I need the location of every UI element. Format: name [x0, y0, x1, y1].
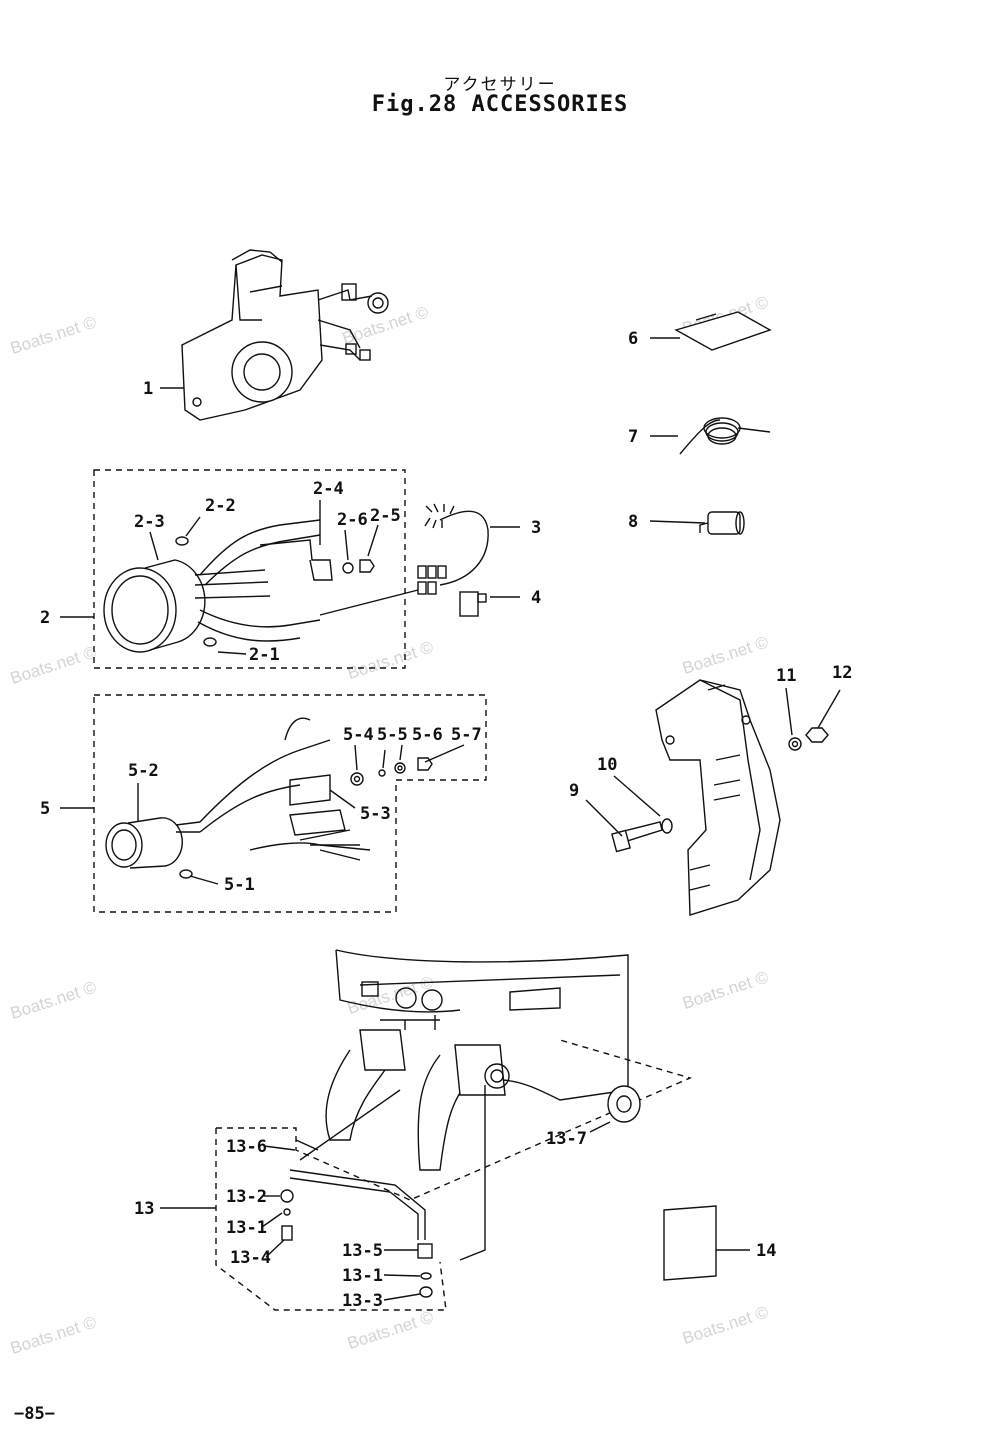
callout-3: 3 — [531, 518, 541, 538]
steering-group-outline — [215, 1039, 693, 1311]
decal-drawing — [663, 1205, 717, 1281]
callout-12: 12 — [832, 663, 852, 683]
callout-2-5: 2-5 — [370, 506, 401, 526]
remote-control-box-drawing — [181, 249, 389, 421]
callout-2: 2 — [40, 608, 50, 628]
callout-5-1: 5-1 — [224, 875, 255, 895]
callout-13-1: 13-1 — [342, 1266, 383, 1286]
callout-7: 7 — [628, 427, 638, 447]
callout-13: 13 — [134, 1199, 154, 1219]
callout-14: 14 — [756, 1241, 776, 1261]
callout-13-1: 13-1 — [226, 1218, 267, 1238]
callout-11: 11 — [776, 666, 796, 686]
callout-9: 9 — [569, 781, 579, 801]
figure-title: Fig.28 ACCESSORIES — [371, 92, 629, 117]
callout-2-2: 2-2 — [205, 496, 236, 516]
tachometer-drawing — [103, 519, 375, 653]
callout-13-7: 13-7 — [546, 1129, 587, 1149]
callout-5-7: 5-7 — [451, 725, 482, 745]
callout-2-6: 2-6 — [337, 510, 368, 530]
callout-5-3: 5-3 — [360, 804, 391, 824]
wire-harness-drawing — [319, 503, 489, 617]
callout-10: 10 — [597, 755, 617, 775]
callout-2-1: 2-1 — [249, 645, 280, 665]
callout-13-6: 13-6 — [226, 1137, 267, 1157]
callout-2-3: 2-3 — [134, 512, 165, 532]
callout-5: 5 — [40, 799, 50, 819]
callout-2-4: 2-4 — [313, 479, 344, 499]
meter-group-outline — [93, 694, 487, 913]
callout-5-2: 5-2 — [128, 761, 159, 781]
callout-4: 4 — [531, 588, 541, 608]
figure-title-japanese: アクセサリー — [443, 75, 557, 95]
callout-6: 6 — [628, 329, 638, 349]
callout-labels: 1 2 2-1 2-2 2-3 2-4 2-5 2-6 3 4 5 5-1 5-… — [40, 329, 852, 1311]
callout-13-3: 13-3 — [342, 1291, 383, 1311]
callout-5-4: 5-4 — [343, 725, 374, 745]
callout-8: 8 — [628, 512, 638, 532]
callout-5-6: 5-6 — [412, 725, 443, 745]
callout-13-4: 13-4 — [230, 1248, 271, 1268]
page-number: −85− — [14, 1404, 55, 1424]
tachometer-group-outline — [93, 469, 406, 669]
callout-5-5: 5-5 — [377, 725, 408, 745]
bracket-drawing — [611, 679, 829, 916]
leader-lines — [60, 337, 841, 1301]
callout-13-2: 13-2 — [226, 1187, 267, 1207]
callout-13-5: 13-5 — [342, 1241, 383, 1261]
callout-1: 1 — [143, 379, 153, 399]
steering-linkage-drawing — [280, 949, 641, 1298]
small-parts-drawing — [674, 311, 772, 535]
hour-meter-drawing — [105, 717, 433, 879]
